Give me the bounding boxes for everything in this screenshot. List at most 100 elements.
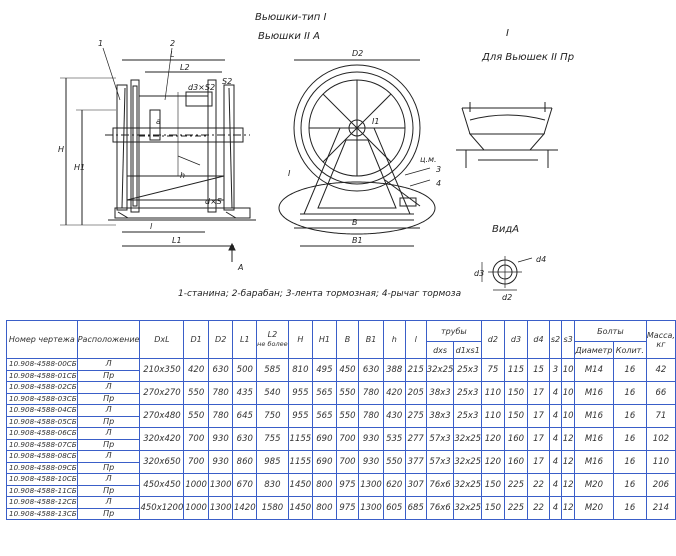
cell-value: M14 [574,358,614,382]
cell-value: 16 [612,404,647,428]
cell-value: 450x450 [139,473,185,497]
label-l: l [150,222,153,231]
cell-value: 1300 [207,473,234,497]
cell-value: 115 [503,358,529,382]
label-h: h [180,171,185,180]
th-mass-line1: Масса, [646,330,675,340]
cell-value: 150 [481,496,505,520]
cell-value: 3 [548,358,563,382]
cell-value: 214 [645,496,676,520]
cell-value: 215 [404,358,427,382]
label-B: B [352,218,358,227]
cell-location: Пр [76,392,141,405]
cell-value: 1450 [287,473,314,497]
cell-value: M16 [574,450,614,474]
cell-value: 540 [256,381,289,405]
cell-value: 32x25 [453,450,483,474]
cell-value: 4 [548,496,563,520]
cell-code: 10.908-4588-02СБ [6,381,78,394]
cell-value: 630 [207,358,234,382]
cell-value: 388 [382,358,406,382]
label-2: 2 [170,39,175,48]
cell-value: M16 [574,427,614,451]
th-L2-line2: не более [257,340,288,348]
cell-value: 225 [503,473,529,497]
label-H: H [58,145,64,154]
detail-title: I [506,28,509,39]
th-dxs: dxs [425,341,455,359]
cell-value: 307 [404,473,427,497]
cell-value: 4 [548,473,563,497]
cell-value: 12 [561,427,575,451]
cell-code: 10.908-4588-03СБ [6,392,78,405]
cell-value: 500 [232,358,258,382]
cell-value: 4 [548,427,563,451]
th-d1xs1: d1xs1 [453,341,483,359]
cell-code: 10.908-4588-07СБ [6,438,78,451]
cell-value: M16 [574,381,614,405]
cell-value: 550 [335,404,360,428]
cell-value: 160 [503,450,529,474]
table-header: Номер чертежа Расположение DxL D1 D2 L1 … [6,320,676,359]
cell-value: 102 [645,427,676,451]
cell-value: 780 [358,381,384,405]
cell-location: Пр [76,438,141,451]
cell-value: 800 [312,496,337,520]
cell-value: 930 [207,450,234,474]
cell-value: 690 [312,427,337,451]
label-B1: B1 [352,236,363,245]
cell-value: 16 [612,473,647,497]
cell-value: 17 [527,450,550,474]
label-d3: d3 [474,269,484,278]
cell-value: 685 [404,496,427,520]
cell-value: 810 [287,358,314,382]
cell-location: Пр [76,369,141,382]
cell-value: M16 [574,404,614,428]
cell-value: 975 [335,473,360,497]
cell-value: 110 [645,450,676,474]
cell-location: Л [76,358,141,371]
th-B1: B1 [358,320,384,359]
cell-code: 10.908-4588-12СБ [6,496,78,509]
label-A: A [237,263,243,272]
cell-value: 22 [527,473,550,497]
cell-value: 4 [548,381,563,405]
view-a [481,256,533,291]
cell-value: 645 [232,404,258,428]
cell-value: 930 [358,427,384,451]
cell-value: 550 [183,404,209,428]
th-code: Номер чертежа [6,320,78,359]
th-bolts: Болты [574,320,647,342]
cell-value: 535 [382,427,406,451]
cell-value: 4 [548,450,563,474]
cell-code: 10.908-4588-08СБ [6,450,78,463]
title-line1: Вьюшки-тип I [255,12,327,23]
cell-value: 17 [527,404,550,428]
th-H: H [287,320,314,359]
cell-code: 10.908-4588-00СБ [6,358,78,371]
cell-value: 71 [645,404,676,428]
th-B: B [335,320,360,359]
cell-value: 860 [232,450,258,474]
label-s2: S2 [222,77,232,86]
th-L1: L1 [232,320,258,359]
cell-value: 16 [612,450,647,474]
cell-value: 550 [382,450,406,474]
cell-value: 755 [256,427,289,451]
cell-value: 16 [612,427,647,451]
cell-value: 160 [503,427,529,451]
cell-value: 75 [481,358,505,382]
cell-code: 10.908-4588-05СБ [6,415,78,428]
cell-location: Л [76,496,141,509]
cell-value: 32x25 [425,358,455,382]
cell-value: 630 [358,358,384,382]
cell-code: 10.908-4588-10СБ [6,473,78,486]
cell-value: 32x25 [453,473,483,497]
cell-value: 1580 [256,496,289,520]
cell-value: 495 [312,358,337,382]
